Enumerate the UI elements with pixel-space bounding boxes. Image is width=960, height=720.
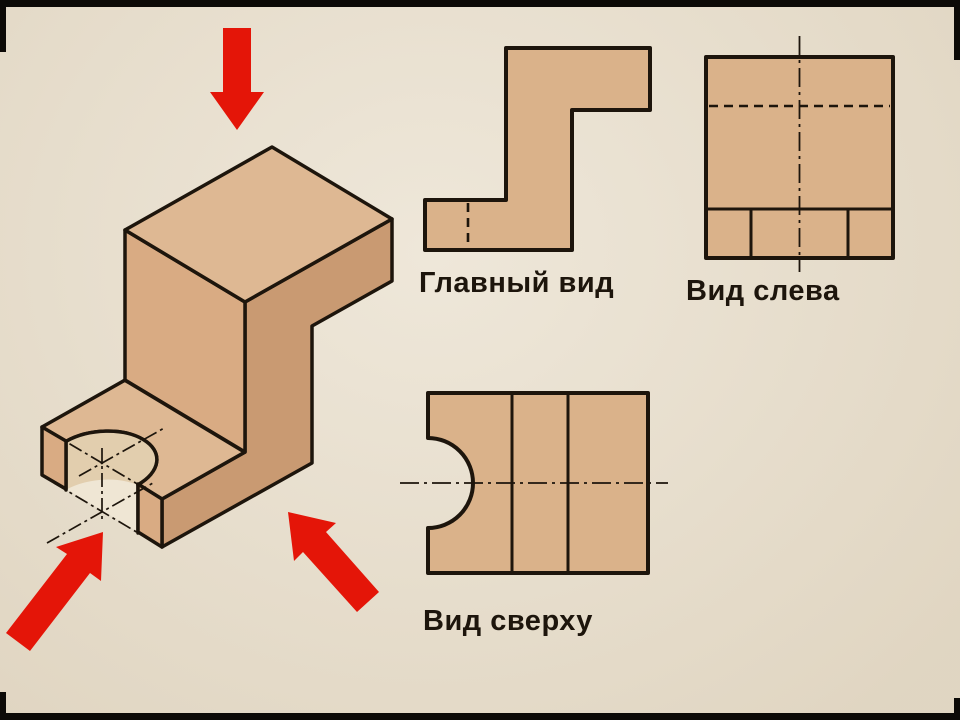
- view-arrow-top-icon: [210, 28, 264, 130]
- view-arrow-side-icon: [288, 512, 379, 612]
- frame-edge-bottom: [0, 713, 960, 720]
- left-view-drawing: [704, 36, 895, 272]
- notch-geometry: [0, 380, 262, 533]
- notch-centerlines: [46, 426, 167, 544]
- frame-corner-bottom-left: [0, 692, 6, 720]
- frame-corner-bottom-right: [954, 698, 960, 720]
- centerline: [78, 426, 167, 477]
- front-view-drawing: [423, 46, 652, 252]
- front-view-outline: [423, 46, 652, 252]
- frame-corner-top-left: [0, 0, 6, 52]
- view-direction-arrows: [6, 28, 379, 651]
- top-view-drawing: [400, 391, 668, 575]
- frame-corner-top-right: [954, 0, 960, 60]
- isometric-part-drawing: [0, 145, 394, 549]
- top-view-label: Вид сверху: [423, 605, 593, 637]
- foot-front-right-face: [136, 482, 164, 549]
- left-view-label: Вид слева: [686, 275, 840, 307]
- front-view-label: Главный вид: [419, 267, 615, 299]
- view-arrow-front-icon: [6, 532, 103, 651]
- frame-edge-top: [0, 0, 960, 7]
- notch-inner-surface: [66, 431, 157, 534]
- centerline: [46, 482, 154, 544]
- notch-top-arc: [66, 418, 179, 485]
- part-top-face: [123, 145, 394, 304]
